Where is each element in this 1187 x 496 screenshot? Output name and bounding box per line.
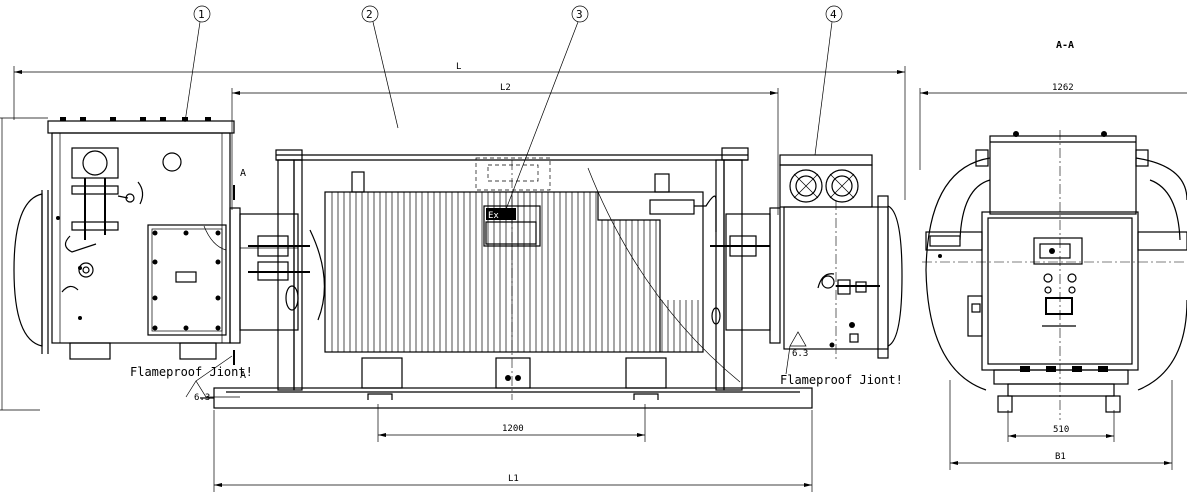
flameproof-right-text: Flameproof Jiont!: [780, 373, 903, 387]
cooling-fins: [331, 192, 699, 352]
dimension-1262: 1262: [919, 83, 1187, 170]
balloon-3: 3: [504, 5, 589, 213]
svg-text:Ex: Ex: [488, 211, 499, 221]
flameproof-left-text: Flameproof Jiont!: [130, 365, 253, 379]
section-mark-top: A: [240, 168, 246, 179]
section-mark-bottom: A: [240, 370, 246, 381]
dimension-L1: L1: [213, 410, 813, 492]
balloon-1: 1: [184, 5, 211, 123]
dimension-L: L: [13, 62, 906, 200]
dimension-L2-text: L2: [500, 83, 511, 93]
dimension-L-text: L: [456, 62, 461, 72]
balloon-2: 2: [361, 5, 399, 129]
dimension-1200-text: 1200: [502, 424, 524, 434]
flameproof-note-right: Flameproof Jiont! 6.3: [780, 331, 903, 387]
right-connector: [710, 207, 781, 344]
left-connector: [229, 207, 325, 344]
right-module: [779, 154, 903, 360]
left-module: [13, 117, 235, 360]
dimension-L1-text: L1: [508, 474, 519, 484]
balloon-4-text: 4: [830, 8, 837, 21]
dimension-510-text: 510: [1053, 425, 1069, 435]
section-title: A-A: [1056, 40, 1074, 51]
balloon-3-text: 3: [576, 8, 583, 21]
balloon-4: 4: [814, 5, 843, 156]
dimension-B1-text: B1: [1055, 452, 1066, 462]
balloon-1-text: 1: [198, 8, 205, 21]
section-marks: A A: [233, 168, 246, 381]
section-view-a-a: A-A 1262: [919, 40, 1187, 470]
main-body: Ex: [200, 147, 813, 409]
dimension-B1: B1: [949, 380, 1173, 470]
dimension-L2: L2: [231, 83, 779, 215]
flameproof-note-left: Flameproof Jiont! 6.3: [130, 355, 253, 403]
roughness-left: 6.3: [194, 393, 210, 403]
dimension-1200: 1200: [377, 404, 646, 442]
dimension-1262-text: 1262: [1052, 83, 1074, 93]
balloon-2-text: 2: [366, 8, 373, 21]
roughness-right: 6.3: [792, 349, 808, 359]
dimension-510: 510: [1007, 410, 1115, 442]
